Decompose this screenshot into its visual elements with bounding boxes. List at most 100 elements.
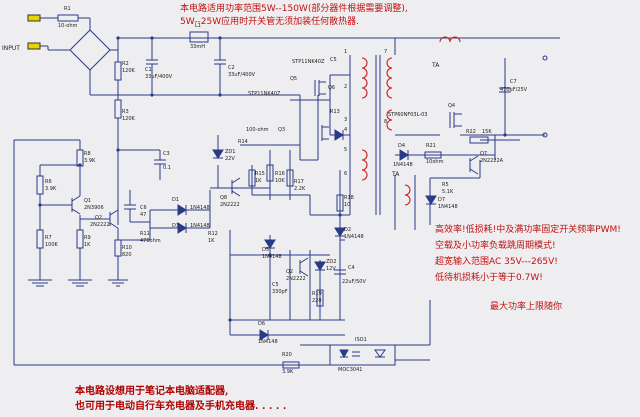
label-R16-value: 10K bbox=[275, 178, 285, 184]
label-D5: D5 bbox=[262, 247, 270, 253]
wires bbox=[13, 14, 560, 369]
label-R1: R1 bbox=[64, 6, 71, 12]
label-R14: R14 bbox=[238, 139, 248, 145]
label-R8: R8 bbox=[84, 151, 91, 157]
label-R12-value: 1K bbox=[208, 238, 215, 244]
tap-5: 5 bbox=[344, 147, 348, 153]
label-Q1-value: 2N3906 bbox=[84, 205, 104, 211]
label-Q6: Q6 bbox=[328, 85, 336, 91]
label-D3-value: 1N4148 bbox=[190, 223, 210, 229]
label-D4-value: 1N4148 bbox=[393, 162, 413, 168]
label-D3: D3 bbox=[172, 223, 180, 229]
label-R16: R16 bbox=[275, 171, 285, 177]
label-C7-value: 470uF/25V bbox=[500, 87, 528, 93]
label-R8-value: 3.9K bbox=[84, 158, 96, 164]
feature-3: 超宽输入范围AC 35V---265V! bbox=[435, 257, 558, 267]
label-D6: D6 bbox=[258, 321, 266, 327]
label-R1-value: 10-ohm bbox=[58, 23, 78, 29]
label-R11: R11 bbox=[140, 231, 150, 237]
label-ZD2-value: 12V bbox=[326, 266, 336, 272]
label-R5: R5 bbox=[442, 182, 449, 188]
label-D2: D2 bbox=[344, 227, 352, 233]
label-C3-value: 0.1 bbox=[163, 165, 171, 171]
feature-4: 低待机损耗小于等于0.7W! bbox=[435, 273, 543, 283]
label-ZD1-value: 22V bbox=[225, 156, 235, 162]
header-note-1: 本电路适用功率范围5W--150W(部分器件根据需要调整), bbox=[180, 4, 408, 14]
tap-6: 6 bbox=[344, 171, 348, 177]
footer-note-1: 本电路设想用于笔记本电脑适配器, bbox=[75, 386, 229, 397]
label-Q7b-value: 2N2222 bbox=[286, 276, 306, 282]
label-Q4: Q4 bbox=[448, 103, 456, 109]
label-Q6-value: STP11NK40Z bbox=[292, 59, 325, 65]
label-D1-value: 1N4148 bbox=[190, 205, 210, 211]
label-C1: C1 bbox=[145, 67, 152, 73]
label-R6-value: 3.9K bbox=[45, 186, 57, 192]
label-R2: R2 bbox=[122, 61, 129, 67]
label-C2: C2 bbox=[228, 65, 235, 71]
label-R17-value: 2.2K bbox=[294, 186, 306, 192]
label-R3: R3 bbox=[122, 109, 129, 115]
label-ZD1: ZD1 bbox=[225, 149, 236, 155]
label-R18-value: 10 bbox=[344, 202, 351, 208]
label-C6-value: 47 bbox=[140, 212, 147, 218]
label-D7: D7 bbox=[438, 197, 446, 203]
label-C6: C6 bbox=[140, 205, 147, 211]
label-R17: R17 bbox=[294, 179, 304, 185]
label-R9-value: 1K bbox=[84, 242, 91, 248]
label-C1-value: 33uF/400V bbox=[145, 74, 173, 80]
label-C3: C3 bbox=[163, 151, 170, 157]
transistors bbox=[231, 80, 479, 277]
label-C4-value: 22uF/50V bbox=[342, 279, 366, 285]
label-Q7: Q2 bbox=[286, 269, 294, 275]
label-Q5-value: STP11NK40Z bbox=[248, 91, 281, 97]
footer-note-2: 也可用于电动自行车充电器及手机充电器. . . . . bbox=[75, 401, 287, 412]
label-TA2: TA bbox=[392, 171, 400, 178]
label-R18: R18 bbox=[344, 195, 354, 201]
header-note-2: 5W--25W应用时开关管无须加装任何散热器. bbox=[180, 17, 359, 27]
label-R14-value: 100-ohm bbox=[246, 127, 269, 133]
tap-3: 3 bbox=[344, 117, 348, 123]
tap-7: 7 bbox=[384, 49, 388, 55]
label-R10-value: 820 bbox=[122, 252, 132, 258]
label-R7: R7 bbox=[45, 235, 52, 241]
tap-8: 8 bbox=[384, 119, 388, 125]
label-R12: R12 bbox=[208, 231, 218, 237]
label-Q8: Q8 bbox=[220, 195, 228, 201]
tap-1: 1 bbox=[344, 49, 348, 55]
label-U1: STP60NF03L-03 bbox=[388, 112, 428, 118]
label-D5-value: 1N4148 bbox=[262, 254, 282, 260]
label-D7-value: 1N4148 bbox=[438, 204, 458, 210]
label-R15: R15 bbox=[255, 171, 265, 177]
label-Q2: Q2 bbox=[95, 215, 103, 221]
diodes bbox=[177, 129, 437, 341]
label-R9: R9 bbox=[84, 235, 91, 241]
label-C6b: C5 bbox=[330, 57, 337, 63]
label-L1: L1 bbox=[195, 23, 201, 29]
feature-2: 空载及小功率负载跳周期模式! bbox=[435, 241, 556, 251]
label-R5-value: 5.1K bbox=[442, 189, 454, 195]
label-R22: R22 bbox=[466, 129, 476, 135]
label-D4: D4 bbox=[398, 143, 406, 149]
label-Q1: Q1 bbox=[84, 198, 92, 204]
label-Q7-main: Q7 bbox=[480, 151, 488, 157]
label-C4: C4 bbox=[348, 265, 355, 271]
label-R10: R10 bbox=[122, 245, 132, 251]
label-R20-value: 3.9K bbox=[282, 369, 294, 375]
label-R19-value: 220 bbox=[312, 298, 322, 304]
label-C2-value: 33uF/400V bbox=[228, 72, 256, 78]
label-D6-value: 1N4148 bbox=[258, 339, 278, 345]
label-C7: C7 bbox=[510, 79, 517, 85]
label-D1: D1 bbox=[172, 197, 180, 203]
label-R2-value: 120K bbox=[122, 68, 135, 74]
transformer-coils bbox=[361, 36, 461, 206]
label-R20: R20 bbox=[282, 352, 292, 358]
label-Q8-value: 2N2222 bbox=[220, 202, 240, 208]
terminals bbox=[27, 14, 548, 322]
label-ISO1: ISO1 bbox=[355, 337, 367, 343]
label-ISO1-value: MOC3041 bbox=[338, 367, 363, 373]
label-L1-value: 33mH bbox=[190, 44, 205, 50]
label-C5-value: 330pF bbox=[272, 289, 288, 295]
label-ZD2: ZD2 bbox=[326, 259, 337, 265]
label-R21: R21 bbox=[426, 143, 436, 149]
